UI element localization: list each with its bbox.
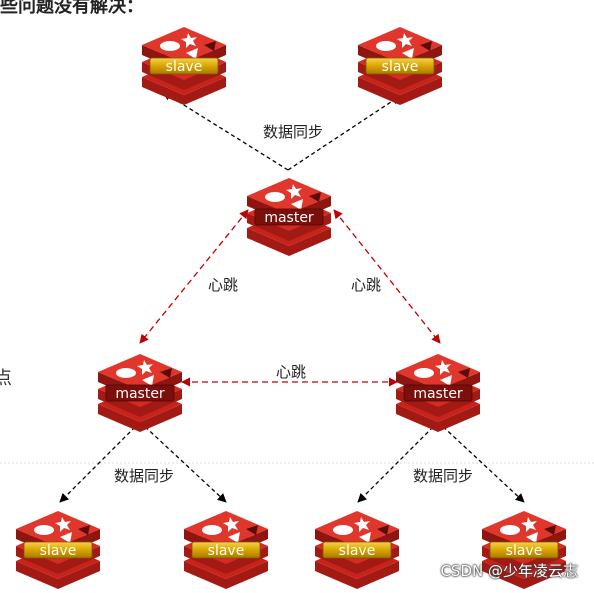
node-label: slave [40,543,77,559]
node-slave-top-left: slave [142,27,226,105]
heartbeat-line-left [139,209,249,344]
node-label: master [115,386,165,402]
node-slave-top-right: slave [358,27,442,105]
node-master-left: master [98,354,182,432]
edge-label-sync-bottom-left: 数据同步 [114,467,174,485]
sync-line-bottom-2 [139,421,227,503]
node-label: slave [339,543,376,559]
node-label: slave [208,543,245,559]
node-label: master [413,386,463,402]
node-master-right: master [396,354,480,432]
edge-label-heartbeat-right: 心跳 [351,276,381,294]
edge-label-heartbeat-middle: 心跳 [276,363,306,381]
node-master-top: master [247,178,331,256]
node-label: master [264,210,314,226]
sync-line-bottom-3 [357,421,439,503]
node-label: slave [382,59,419,75]
edge-label-sync-bottom-right: 数据同步 [413,467,473,485]
sync-line-bottom-4 [437,421,525,503]
sync-line-top-right [287,95,401,171]
node-label: slave [166,59,203,75]
sync-line-bottom-1 [59,421,141,503]
sync-line-top-left [162,91,289,171]
node-label: slave [506,543,543,559]
clipped-side-text: 点 [0,368,12,389]
edge-label-heartbeat-left: 心跳 [208,276,238,294]
node-slave-bottom-4: slave [482,511,566,589]
node-slave-bottom-1: slave [16,511,100,589]
node-slave-bottom-3: slave [315,511,399,589]
heartbeat-line-right [333,209,441,344]
edge-label-sync-top: 数据同步 [263,123,323,141]
node-slave-bottom-2: slave [184,511,268,589]
csdn-watermark: CSDN @少年凌云志 [440,562,578,580]
clipped-heading-text: 些问题没有解决： [0,0,144,17]
